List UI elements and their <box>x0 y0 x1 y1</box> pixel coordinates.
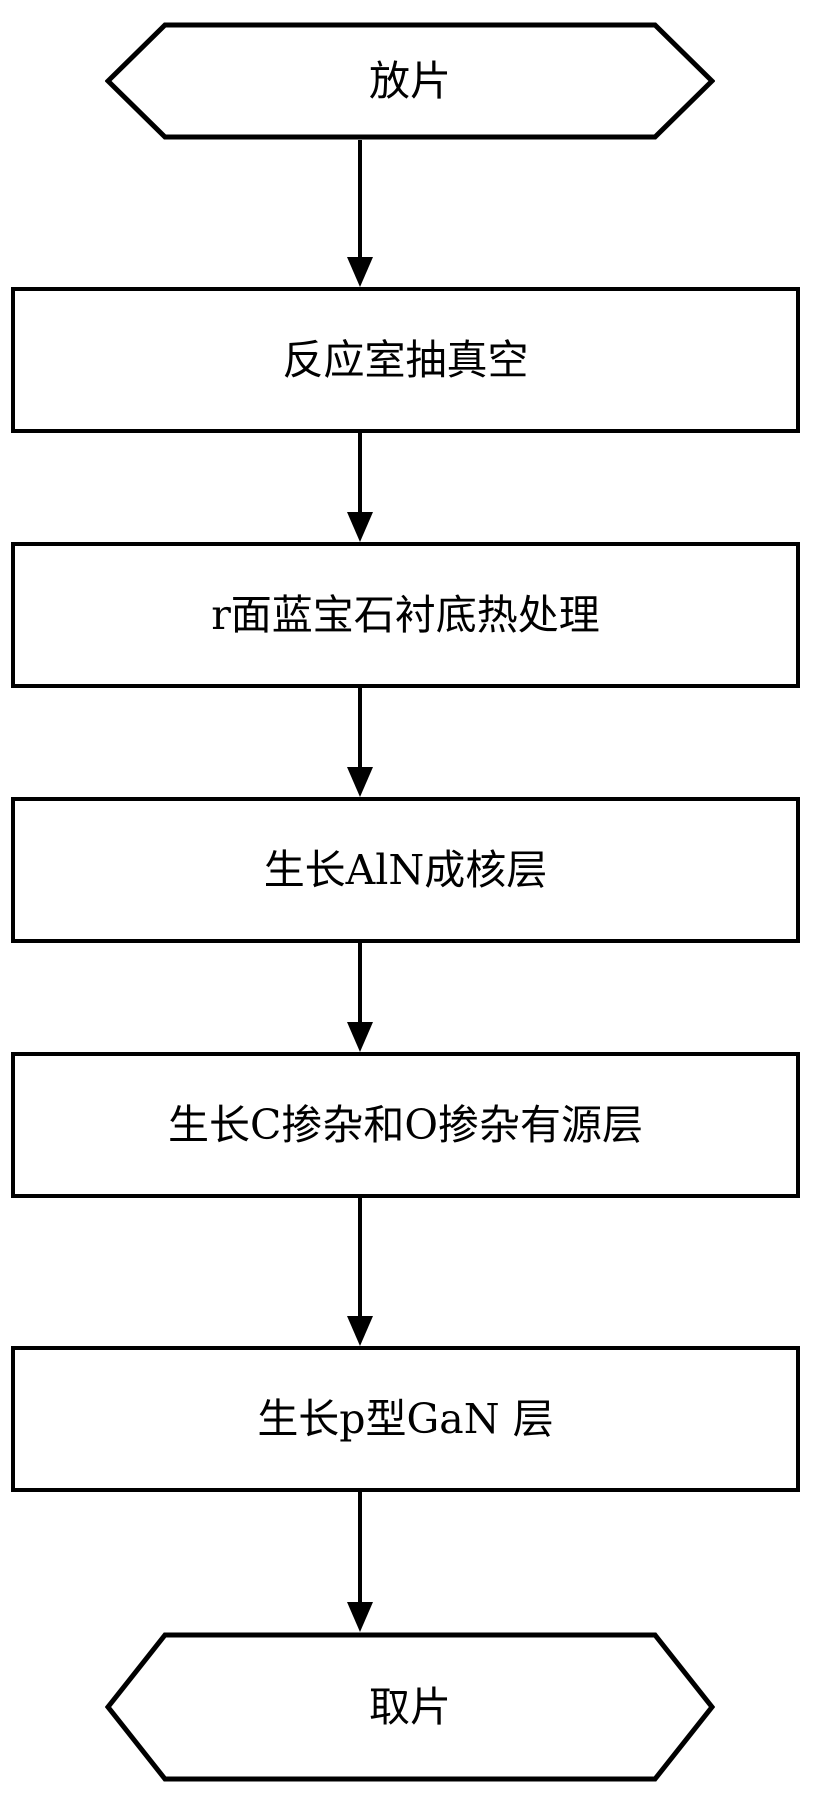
hexagon-shape <box>105 1632 715 1782</box>
flow-node-start[interactable]: 放片 <box>105 22 715 140</box>
connector-shaft <box>358 688 362 770</box>
flow-connector-5 <box>345 1198 375 1346</box>
flow-connector-4 <box>345 943 375 1052</box>
flow-node-substrate-anneal[interactable]: r面蓝宝石衬底热处理 <box>11 542 800 688</box>
arrowhead-down-icon <box>347 1602 373 1632</box>
flow-node-label: r面蓝宝石衬底热处理 <box>211 590 600 639</box>
flow-node-label: 生长C掺杂和O掺杂有源层 <box>168 1100 643 1149</box>
flow-node-label: 生长p型GaN 层 <box>257 1394 554 1443</box>
flow-node-label: 反应室抽真空 <box>282 335 529 384</box>
arrowhead-down-icon <box>347 257 373 287</box>
flow-node-aln-nucleation[interactable]: 生长AlN成核层 <box>11 797 800 943</box>
flow-connector-2 <box>345 433 375 542</box>
flow-node-end[interactable]: 取片 <box>105 1632 715 1782</box>
flow-connector-6 <box>345 1492 375 1632</box>
arrowhead-down-icon <box>347 512 373 542</box>
connector-shaft <box>358 140 362 260</box>
flow-node-label: 生长AlN成核层 <box>263 845 548 894</box>
flow-node-vacuum[interactable]: 反应室抽真空 <box>11 287 800 433</box>
hexagon-shape <box>105 22 715 140</box>
flow-node-label: 取片 <box>369 1682 451 1731</box>
flow-node-label: 放片 <box>369 56 451 105</box>
connector-shaft <box>358 943 362 1025</box>
flow-node-active-layer[interactable]: 生长C掺杂和O掺杂有源层 <box>11 1052 800 1198</box>
flow-connector-3 <box>345 688 375 797</box>
connector-shaft <box>358 1198 362 1319</box>
arrowhead-down-icon <box>347 767 373 797</box>
arrowhead-down-icon <box>347 1316 373 1346</box>
connector-shaft <box>358 433 362 515</box>
flow-connector-1 <box>345 140 375 287</box>
arrowhead-down-icon <box>347 1022 373 1052</box>
flow-node-pgan-layer[interactable]: 生长p型GaN 层 <box>11 1346 800 1492</box>
connector-shaft <box>358 1492 362 1605</box>
